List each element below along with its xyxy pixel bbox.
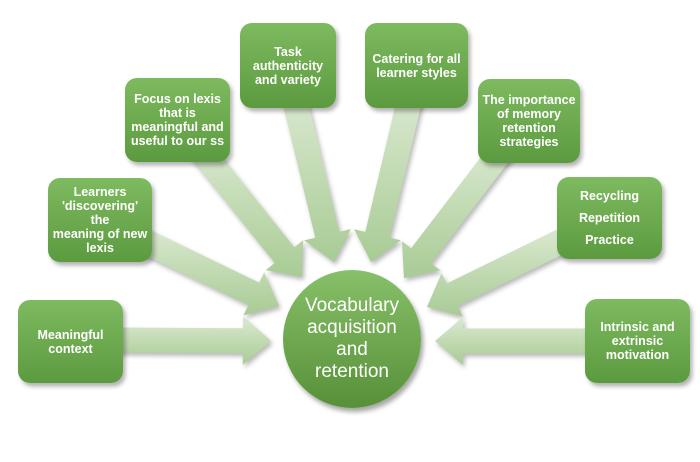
arrow-from-memory-retention-strategies [402,142,512,278]
node-catering-learner-styles: Catering for all learner styles [365,23,468,108]
node-task-authenticity: Task authenticity and variety [240,23,336,108]
node-memory-retention-strategies: The importance of memory retention strat… [478,79,580,163]
node-focus-on-lexis: Focus on lexis that is meaningful and us… [125,78,230,162]
arrow-from-learners-discovering [130,225,279,316]
center-node-vocabulary-acquisition-retention: Vocabulary acquisition and retention [283,270,421,408]
arrow-from-meaningful-context [112,316,272,365]
arrow-from-recycling-repetition-practice [427,226,574,317]
node-meaningful-context: Meaningful context [18,300,123,383]
arrow-from-intrinsic-extrinsic-motivation [435,317,595,365]
node-learners-discovering: Learners 'discovering' the meaning of ne… [48,178,152,262]
arrow-from-focus-on-lexis [188,139,304,277]
node-intrinsic-extrinsic-motivation: Intrinsic and extrinsic motivation [585,299,690,383]
node-recycling-repetition-practice: Recycling Repetition Practice [557,177,662,259]
arrow-from-task-authenticity [280,90,351,262]
arrow-from-catering-learner-styles [354,91,424,262]
